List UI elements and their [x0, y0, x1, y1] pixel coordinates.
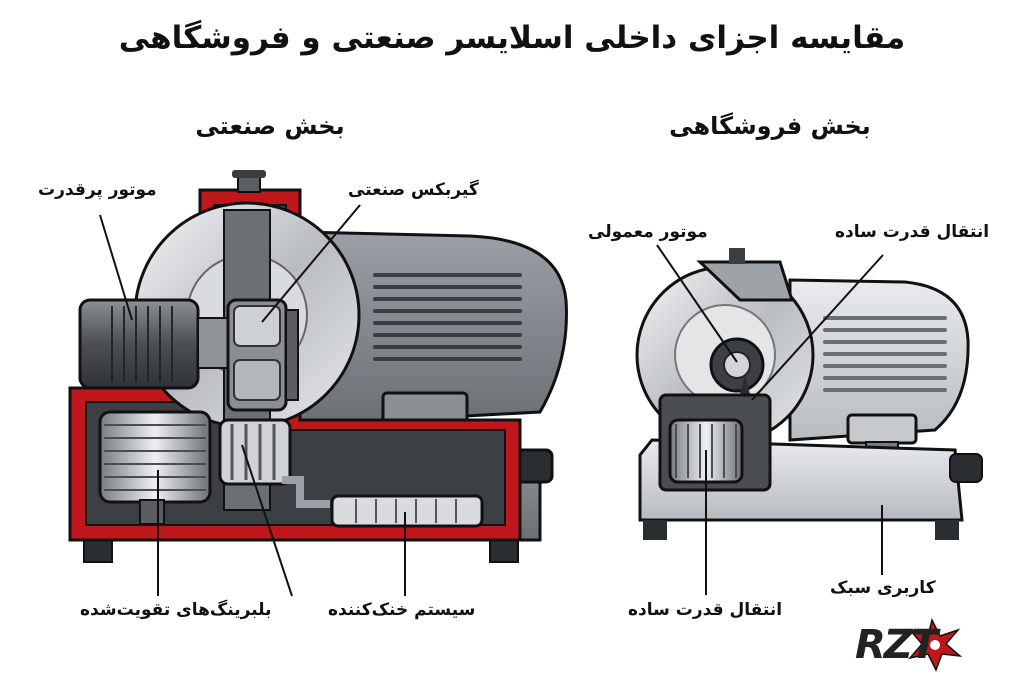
label-industrial-gearbox: گیربکس صنعتی [348, 180, 479, 200]
label-commercial-light-use: کاربری سبک [830, 578, 936, 598]
commercial-vents [823, 316, 947, 392]
industrial-vents [373, 273, 522, 361]
industrial-motor [78, 298, 229, 390]
commercial-knob [949, 453, 983, 483]
industrial-foot-left [83, 539, 113, 563]
label-industrial-bearings: بلبرینگ‌های تقویت‌شده [80, 600, 272, 620]
industrial-carriage-body [298, 230, 568, 427]
commercial-slicer [635, 244, 983, 595]
commercial-motor [709, 337, 765, 393]
label-industrial-motor: موتور پرقدرت [38, 180, 157, 200]
commercial-foot-right [935, 520, 959, 540]
commercial-top-bracket [696, 260, 795, 302]
industrial-foot-right [489, 539, 519, 563]
logo-text: RZT [855, 622, 938, 668]
industrial-gearbox [226, 298, 299, 412]
industrial-slicer [68, 170, 568, 597]
industrial-lower-motor [98, 410, 212, 525]
commercial-carriage-plate [846, 413, 918, 445]
label-commercial-transmission-bottom: انتقال قدرت ساده [628, 600, 783, 620]
page-title: مقایسه اجزای داخلی اسلایسر صنعتی و فروشگ… [118, 20, 906, 56]
industrial-leader-lines [99, 204, 406, 597]
label-commercial-motor: موتور معمولی [588, 222, 708, 242]
commercial-leader-lines [656, 244, 884, 595]
commercial-top-handle [729, 248, 745, 264]
brand-logo [907, 617, 963, 672]
commercial-foot-left [643, 520, 667, 540]
label-industrial-cooling: سیستم خنک‌کننده [328, 600, 476, 620]
industrial-top-cap [232, 170, 266, 178]
industrial-cooling-system [282, 476, 484, 528]
label-commercial-transmission-top: انتقال قدرت ساده [835, 222, 990, 242]
industrial-heading: بخش صنعتی [195, 112, 345, 140]
commercial-heading: بخش فروشگاهی [669, 112, 871, 140]
industrial-bearings [218, 418, 292, 486]
